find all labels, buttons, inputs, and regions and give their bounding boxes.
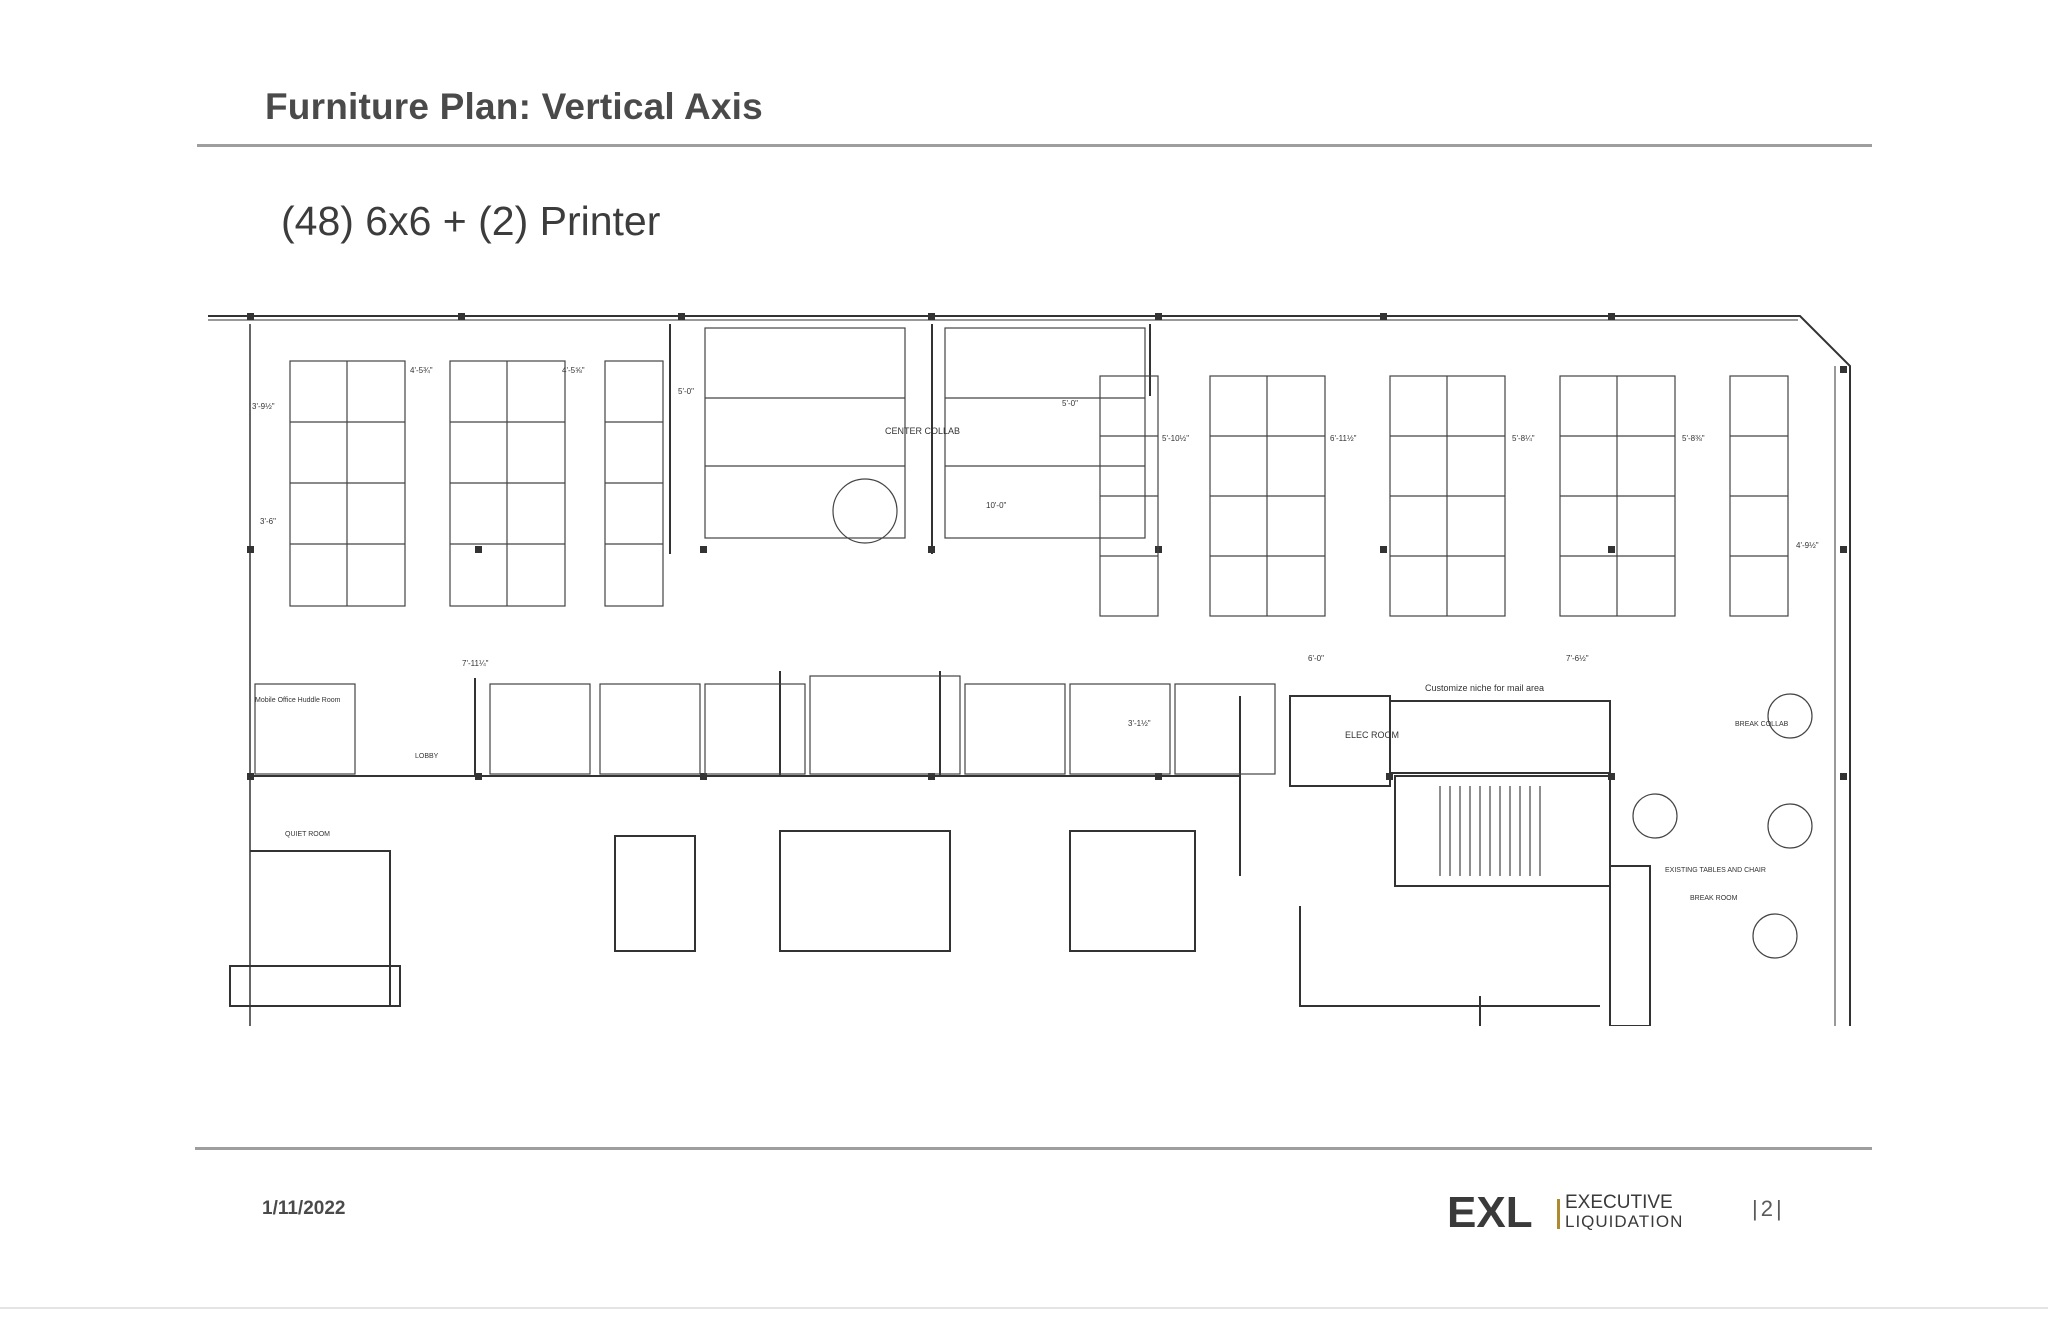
dimension: 5'-0" <box>1062 399 1078 408</box>
exterior-wall <box>208 315 1851 1026</box>
label-break-room: BREAK ROOM <box>1690 895 1738 902</box>
label-quiet-room: QUIET ROOM <box>285 831 330 838</box>
workstation-bank-4 <box>1099 375 1159 617</box>
logo-mark: EXL <box>1447 1188 1533 1235</box>
logo-line-1: EXECUTIVE <box>1565 1192 1673 1213</box>
page-edge <box>0 1307 2048 1309</box>
label-existing-tables: EXISTING TABLES AND CHAIR <box>1665 867 1766 874</box>
footer-divider <box>195 1147 1872 1150</box>
dimension: 5'-8¼" <box>1512 434 1535 443</box>
label-mobile-office: Mobile Office Huddle Room <box>255 697 341 704</box>
label-elec-room: ELEC ROOM <box>1345 730 1399 740</box>
label-break-collab: BREAK COLLAB <box>1735 721 1789 728</box>
dimension: 7'-6½" <box>1566 654 1589 663</box>
workstation-bank-2 <box>449 360 566 607</box>
workstation-bank-7 <box>1559 375 1676 617</box>
logo-line-2: LIQUIDATION <box>1565 1212 1683 1231</box>
plan-heading: (48) 6x6 + (2) Printer <box>281 198 661 244</box>
dimension: 6'-0" <box>1308 654 1324 663</box>
dimension: 5'-10½" <box>1162 434 1189 443</box>
page-number: |2| <box>1752 1196 1785 1221</box>
header-divider <box>197 144 1872 147</box>
dimension: 3'-1½" <box>1128 719 1151 728</box>
dimension: 3'-9½" <box>252 402 275 411</box>
exl-logo: EXL EXECUTIVE LIQUIDATION <box>1447 1188 1683 1235</box>
dimension: 6'-11½" <box>1330 434 1357 443</box>
workstation-bank-1 <box>289 360 406 607</box>
label-lobby: LOBBY <box>415 753 439 760</box>
dimension: 4'-5⅝" <box>562 366 585 375</box>
workstation-bank-8 <box>1729 375 1789 617</box>
dimension: 5'-8⅜" <box>1682 434 1705 443</box>
dimension: 4'-5¾" <box>410 366 433 375</box>
dimension: 7'-11¼" <box>462 659 489 668</box>
page-title: Furniture Plan: Vertical Axis <box>265 86 763 127</box>
workstation-bank-5 <box>1209 375 1326 617</box>
footer-date: 1/11/2022 <box>262 1198 346 1219</box>
workstation-bank-3 <box>604 360 664 607</box>
floor-plan-drawing: CENTER COLLAB Mobile Office Huddle Room … <box>208 313 1851 1026</box>
workstation-bank-6 <box>1389 375 1506 617</box>
label-niche: Customize niche for mail area <box>1425 683 1544 693</box>
dimension: 4'-9½" <box>1796 541 1819 550</box>
label-center-collab: CENTER COLLAB <box>885 426 960 436</box>
dimension: 3'-6" <box>260 517 276 526</box>
dimension: 5'-0" <box>678 387 694 396</box>
dimension: 10'-0" <box>986 501 1007 510</box>
